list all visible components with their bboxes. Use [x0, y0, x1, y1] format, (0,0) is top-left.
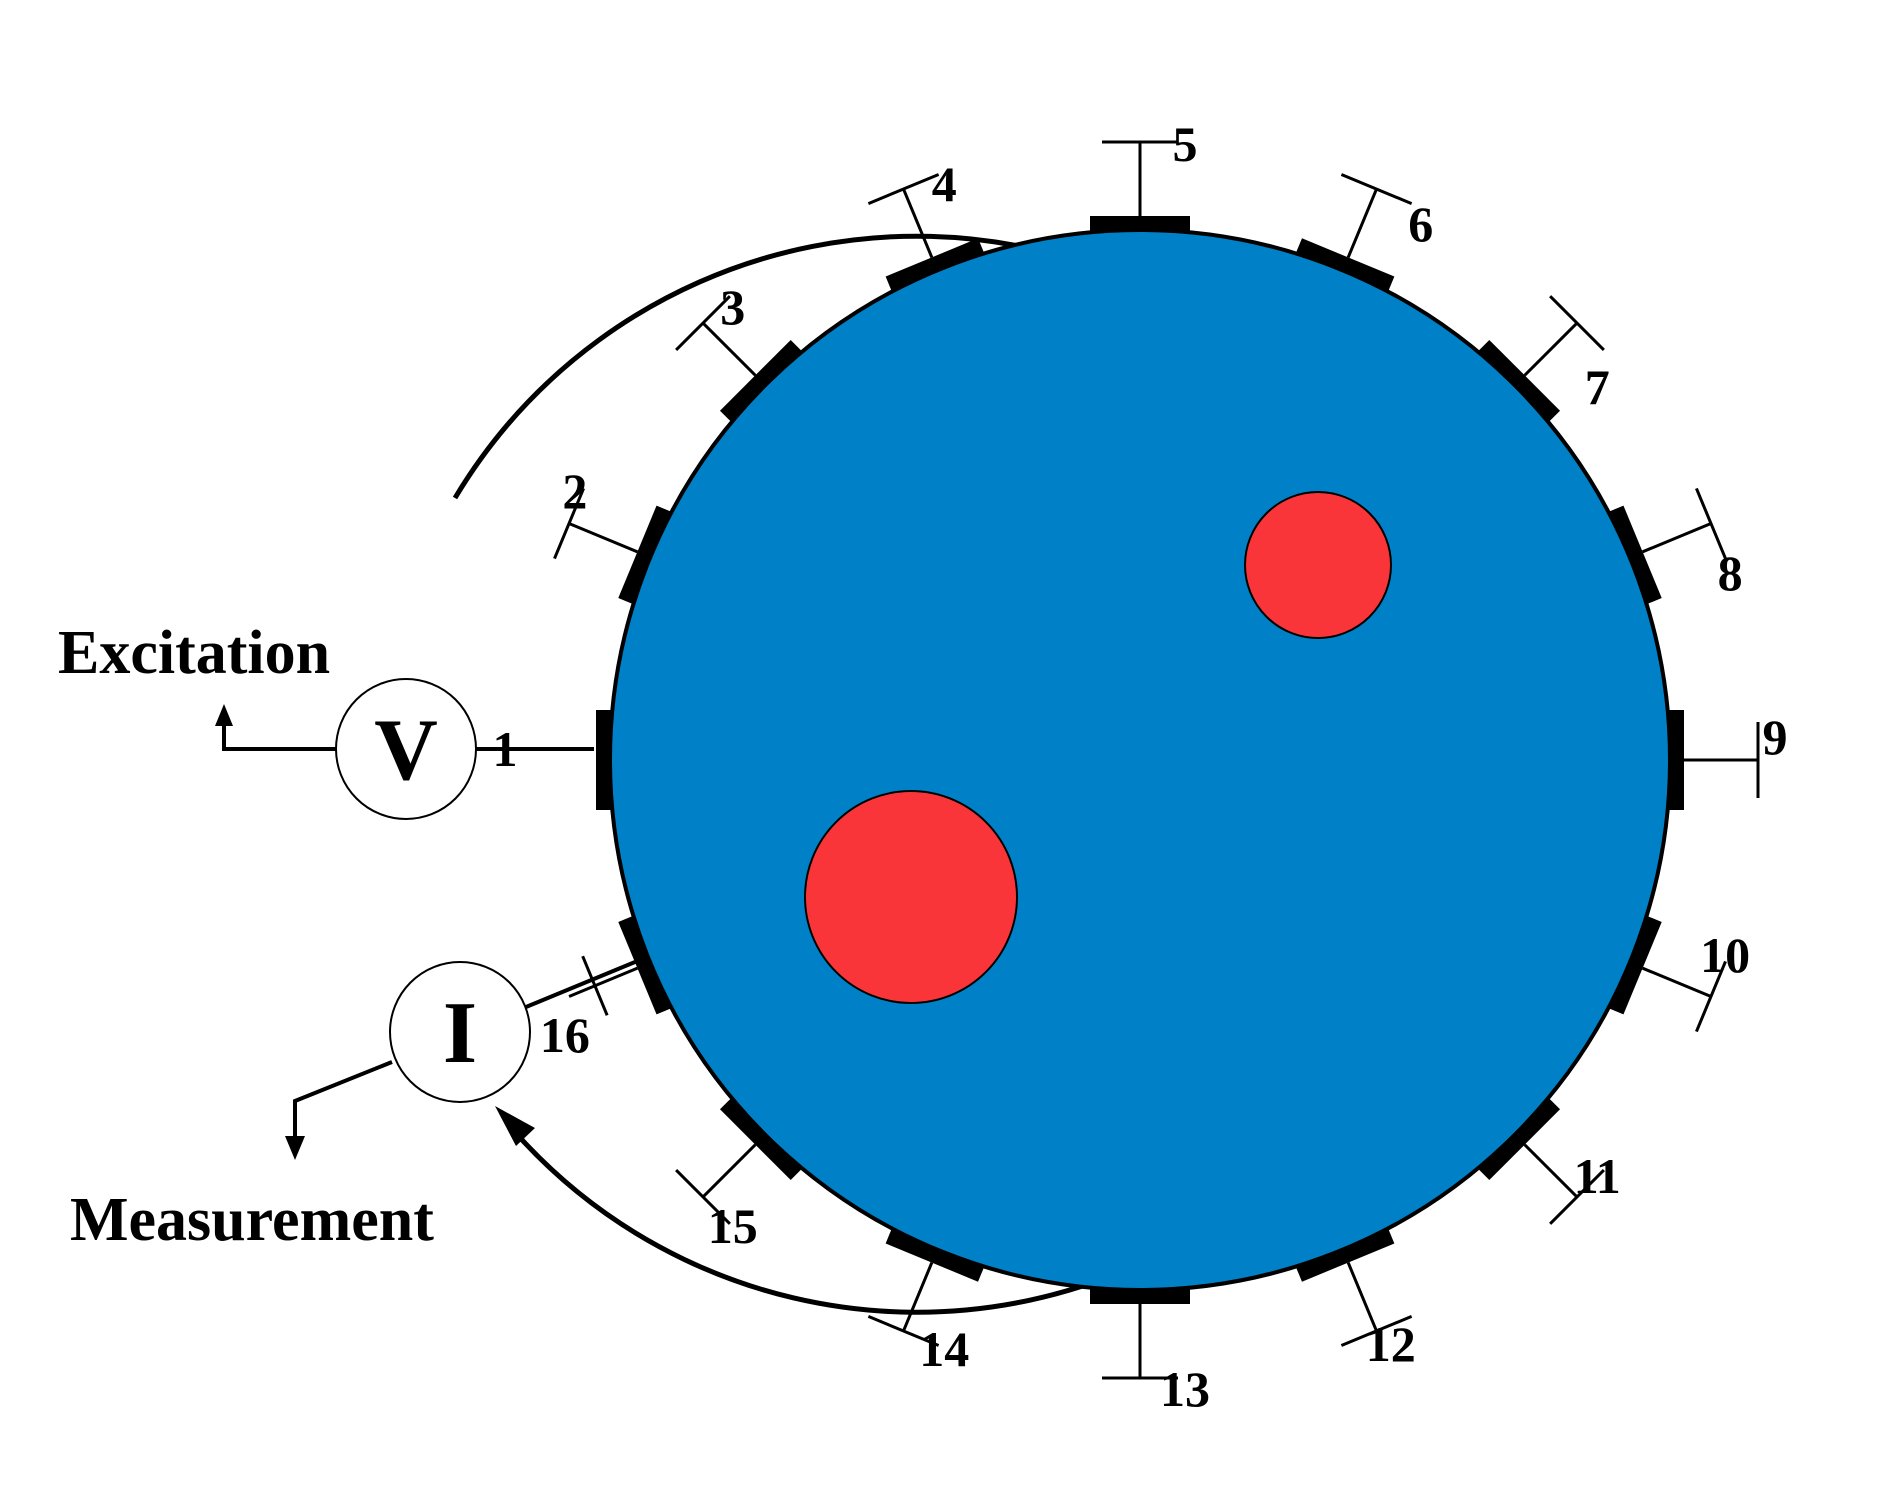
electrode-label-5: 5	[1173, 116, 1198, 172]
electrode-label-12: 12	[1366, 1316, 1416, 1372]
electrode-lead-14	[902, 1262, 934, 1332]
electrode-lead-4	[902, 188, 934, 258]
electrode-lead-3	[701, 321, 757, 377]
electrode-lead-12	[1346, 1262, 1378, 1332]
electrode-cap-15	[675, 1169, 731, 1225]
domain-circle	[608, 228, 1672, 1292]
electrode-cap-10	[1695, 960, 1727, 1033]
electrode-label-15: 15	[708, 1198, 758, 1254]
electrode-pad-15	[719, 1096, 804, 1181]
electrode-cap-2	[553, 487, 585, 560]
current-meter: I	[285, 960, 636, 1160]
electrode-lead-7	[1523, 321, 1579, 377]
electrode-pad-4	[885, 238, 985, 294]
electrode-pad-12	[1295, 1226, 1395, 1282]
measurement-wire	[525, 960, 636, 1009]
electrode-cap-6	[1340, 173, 1413, 205]
electrode-cap-16	[581, 955, 609, 1016]
electrode-pad-6	[1295, 238, 1395, 294]
electrode-label-3: 3	[720, 279, 745, 335]
electrode-ring	[553, 140, 1760, 1380]
electrode-label-7: 7	[1585, 359, 1610, 415]
electrode-label-9: 9	[1763, 709, 1788, 765]
voltage-meter-label: V	[374, 702, 438, 799]
voltage-meter: V	[215, 678, 594, 820]
electrode-cap-4	[867, 173, 940, 205]
inclusion-small	[1244, 491, 1392, 639]
current-meter-circle	[389, 961, 531, 1103]
electrode-label-6: 6	[1408, 196, 1433, 252]
excitation-lead	[222, 722, 336, 751]
electrode-pad-7	[1476, 339, 1561, 424]
electrode-pad-16	[618, 915, 674, 1015]
electrode-label-1: 1	[493, 721, 518, 777]
electrode-pad-10	[1606, 915, 1662, 1015]
electrode-cap-8	[1695, 487, 1727, 560]
electrode-lead-11	[1523, 1143, 1579, 1199]
electrode-cap-11	[1549, 1169, 1605, 1225]
electrode-lead-16	[568, 966, 638, 998]
electrode-label-2: 2	[562, 463, 587, 519]
measurement-lead	[293, 1060, 393, 1140]
electrode-label-14: 14	[919, 1321, 969, 1377]
inclusion-large	[804, 790, 1018, 1004]
electrode-pad-8	[1606, 505, 1662, 605]
electrode-label-16: 16	[540, 1007, 590, 1063]
measurement-label: Measurement	[70, 1186, 434, 1254]
voltage-meter-circle	[335, 678, 477, 820]
electrode-pad-3	[719, 339, 804, 424]
electrode-cap-14	[867, 1315, 940, 1347]
electrode-pad-11	[1476, 1096, 1561, 1181]
electrode-cap-7	[1549, 295, 1605, 351]
electrode-cap-3	[675, 295, 731, 351]
electrode-label-10: 10	[1700, 927, 1750, 983]
electrode-label-11: 11	[1574, 1148, 1621, 1204]
electrode-pad-2	[618, 505, 674, 605]
electrode-cap-12	[1340, 1315, 1413, 1347]
rotation-arrowhead	[495, 1106, 535, 1146]
excitation-arrow-icon	[215, 704, 233, 726]
electrode-lead-10	[1642, 966, 1712, 998]
electrode-lead-15	[701, 1143, 757, 1199]
electrode-lead-2	[568, 522, 638, 554]
electrode-label-4: 4	[932, 156, 957, 212]
measurement-arrow-icon	[285, 1136, 305, 1160]
electrode-lead-6	[1346, 188, 1378, 258]
electrode-label-8: 8	[1718, 545, 1743, 601]
current-meter-label: I	[443, 985, 477, 1082]
excitation-label: Excitation	[58, 619, 330, 687]
electrode-label-13: 13	[1160, 1361, 1210, 1417]
electrode-pad-14	[885, 1226, 985, 1282]
electrode-lead-8	[1642, 522, 1712, 554]
